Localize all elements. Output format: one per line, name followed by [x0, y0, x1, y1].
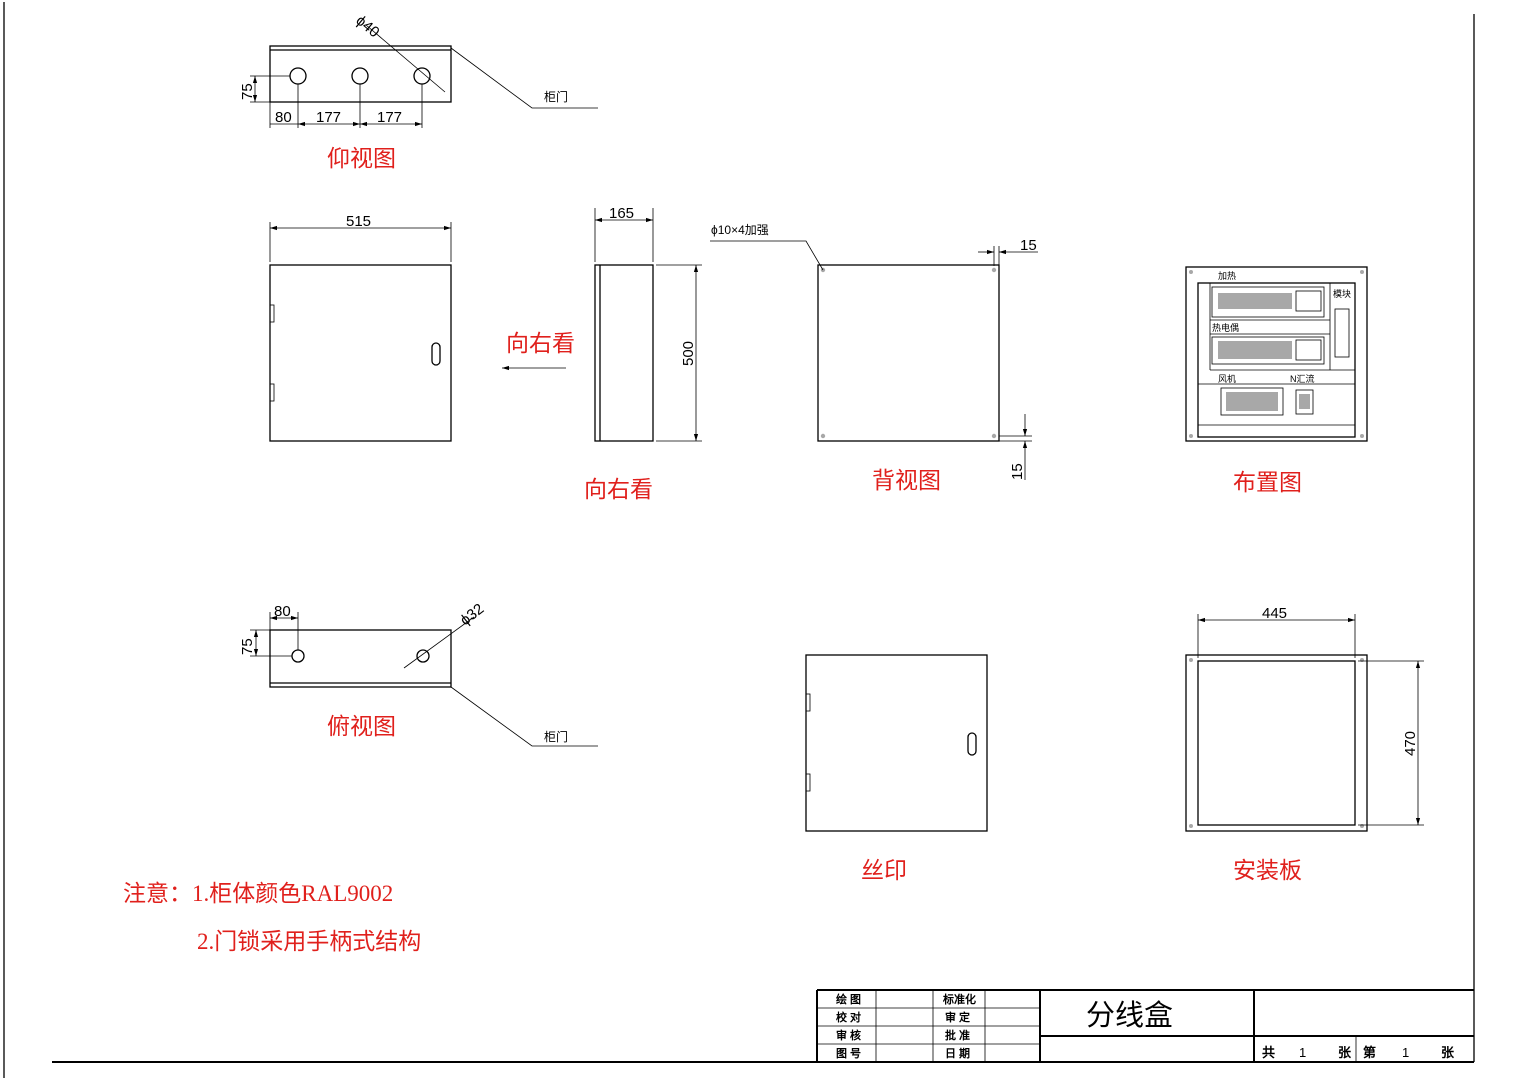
- part-n-bus: N汇流: [1290, 373, 1315, 384]
- side-dim-500: 500: [680, 341, 697, 366]
- tb-check: 校 对: [836, 1010, 861, 1024]
- mp-dim-470: 470: [1402, 731, 1419, 756]
- hole-2: [351, 67, 369, 85]
- door-handle: [431, 342, 441, 366]
- tv-dim-80: 80: [274, 603, 291, 620]
- silkscreen-label: 丝印: [861, 858, 907, 883]
- back-dim-15a: 15: [1020, 237, 1037, 254]
- part-thermocouple: 热电偶: [1212, 322, 1239, 333]
- module-slot: [1334, 308, 1350, 358]
- part-fan: 风机: [1218, 373, 1236, 384]
- view-direction-arrow: 向右看: [502, 331, 575, 371]
- door-callout-bottom: 柜门: [544, 729, 568, 744]
- thermocouple-terminal-block: [1211, 336, 1325, 365]
- top-view: ϕ32 80 75 柜门 俯视图: [239, 600, 598, 747]
- hole-3: [413, 67, 431, 85]
- bottom-view-label: 仰视图: [327, 146, 396, 171]
- bv-dim-80: 80: [275, 109, 292, 126]
- back-view: ϕ10×4加强 15 15 背视图: [710, 223, 1038, 493]
- front-dim-515: 515: [346, 213, 371, 230]
- tv-dia-label: ϕ32: [457, 600, 487, 629]
- hinge-top: [269, 304, 275, 323]
- side-dim-165: 165: [609, 205, 634, 222]
- front-view: 515: [269, 213, 452, 442]
- door-callout-top: 柜门: [544, 89, 568, 104]
- tb-sheet-value: 1: [1402, 1045, 1409, 1060]
- mounting-plate-view: 445 470 安装板: [1185, 605, 1424, 883]
- silk-door-handle: [967, 732, 977, 756]
- mounting-plate-label: 安装板: [1233, 858, 1302, 883]
- tb-review: 审 核: [836, 1028, 861, 1042]
- note-line-1: 注意：1.柜体颜色RAL9002: [123, 881, 393, 906]
- fan-terminal-block: [1220, 387, 1284, 416]
- reinforce-callout: ϕ10×4加强: [711, 223, 769, 237]
- silk-hinge-bottom: [805, 773, 811, 792]
- bv-dim-177b: 177: [377, 109, 402, 126]
- notes: 注意：1.柜体颜色RAL9002 2.门锁采用手柄式结构: [123, 881, 421, 954]
- heating-terminal-block: [1211, 286, 1325, 318]
- tb-total-label: 共: [1262, 1045, 1275, 1060]
- tb-draw: 绘 图: [836, 992, 861, 1006]
- hinge-bottom: [269, 383, 275, 402]
- tb-drawing-no: 图 号: [836, 1047, 861, 1060]
- tb-date: 日 期: [945, 1046, 970, 1060]
- right-view-label: 向右看: [584, 477, 653, 502]
- layout-view: 加热 热电偶 模块 风机 N汇流 布置图: [1185, 266, 1368, 495]
- silk-hinge-top: [805, 693, 811, 712]
- drawing-title: 分线盒: [1086, 999, 1173, 1032]
- hole-1: [289, 67, 307, 85]
- tb-standard: 标准化: [942, 992, 976, 1006]
- tb-verify: 审 定: [945, 1010, 970, 1024]
- part-heating: 加热: [1218, 270, 1236, 281]
- back-view-label: 背视图: [872, 468, 941, 493]
- tb-sheet-label: 第: [1363, 1045, 1376, 1060]
- part-module: 模块: [1333, 288, 1351, 299]
- side-view: 165 500 向右看: [584, 205, 702, 502]
- right-view-arrow-label: 向右看: [506, 331, 575, 356]
- bv-dia-label: ϕ40: [352, 12, 382, 41]
- note-line-2: 2.门锁采用手柄式结构: [197, 929, 421, 954]
- n-bus-terminal-block: [1295, 389, 1314, 415]
- tb-total-unit: 张: [1338, 1045, 1352, 1060]
- tv-dim-75: 75: [239, 638, 256, 655]
- tv-hole-left: [291, 649, 305, 663]
- tb-sheet-unit: 张: [1441, 1045, 1455, 1060]
- sheet-border: [3, 2, 1475, 1078]
- top-view-label: 俯视图: [327, 714, 396, 739]
- tb-total-value: 1: [1299, 1045, 1306, 1060]
- tv-hole-right: [416, 649, 430, 663]
- mp-dim-445: 445: [1262, 605, 1287, 622]
- bottom-view: ϕ40 75 80 177 177 柜门 仰视图: [239, 12, 598, 171]
- bv-dim-75: 75: [239, 83, 256, 100]
- bv-dim-177a: 177: [316, 109, 341, 126]
- back-dim-15b: 15: [1009, 463, 1026, 480]
- layout-view-label: 布置图: [1233, 470, 1302, 495]
- title-block: 绘 图 校 对 审 核 图 号 标准化 审 定 批 准 日 期 分线盒 共 1 …: [816, 989, 1474, 1062]
- silkscreen-view: 丝印: [805, 654, 988, 883]
- tb-approve: 批 准: [945, 1028, 970, 1042]
